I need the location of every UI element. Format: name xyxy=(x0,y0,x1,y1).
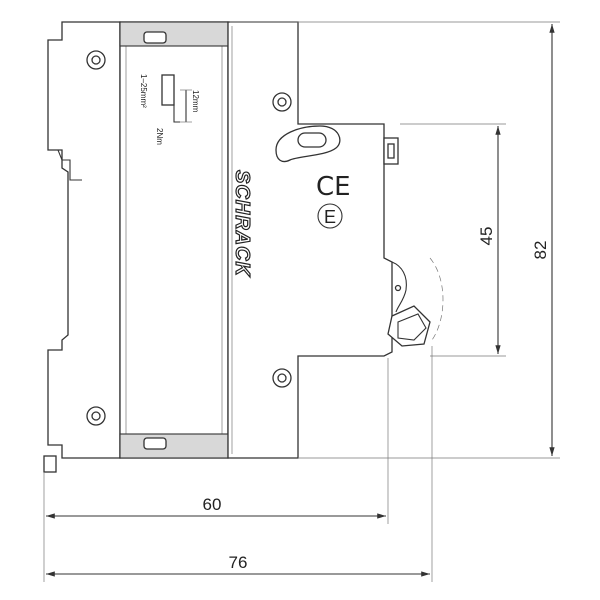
breaker-body xyxy=(43,21,444,473)
mounting-holes xyxy=(86,50,292,426)
dimension-45: 45 xyxy=(400,123,506,357)
brand-logo: SCHRACK xyxy=(231,170,253,278)
strip-length-label: 12mm xyxy=(191,90,200,113)
dim-82-label: 82 xyxy=(531,241,550,260)
svg-text:CE: CE xyxy=(316,172,351,202)
wire-icon xyxy=(161,74,175,106)
cross-section-label: 1–25mm² xyxy=(139,74,148,108)
svg-text:E: E xyxy=(324,207,336,227)
top-screw-slot xyxy=(143,31,167,44)
dimension-60: 60 xyxy=(43,358,389,582)
din-clip-left xyxy=(47,21,121,459)
top-terminal-cover xyxy=(119,21,229,47)
bottom-tab xyxy=(43,455,57,473)
torque-label: 2Nm xyxy=(155,128,164,145)
ce-mark: CE xyxy=(316,172,351,202)
bottom-terminal-cover xyxy=(119,433,229,459)
dimension-82: 82 xyxy=(230,21,560,459)
toggle-handle xyxy=(297,132,327,148)
lever-mechanism xyxy=(387,257,444,347)
dimension-76: 76 xyxy=(46,346,433,582)
dim-76-label: 76 xyxy=(229,553,248,572)
din-notch xyxy=(48,149,82,181)
dim-60-label: 60 xyxy=(203,495,222,514)
top-tab-inner xyxy=(387,143,395,159)
front-housing xyxy=(227,21,393,459)
conformity-mark: E xyxy=(317,203,343,229)
terminal-spec-block: 12mm 1–25mm² 2Nm xyxy=(139,74,200,145)
dim-45-label: 45 xyxy=(477,227,496,246)
bottom-screw-slot xyxy=(143,437,167,450)
